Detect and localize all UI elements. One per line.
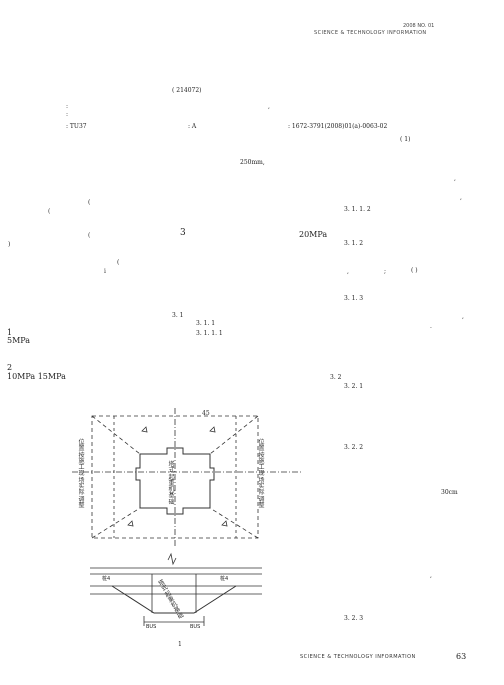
dimension-right: BUS bbox=[190, 624, 201, 630]
label-left-position-note: 位置按施工现场实际调整 bbox=[78, 439, 85, 509]
figure-crane-foundation: 位置按施工现场实际调整 位置按施工现场实际调整 塔式起重机基础 塔式起重机基础 … bbox=[72, 408, 302, 633]
page-number: 63 bbox=[456, 652, 467, 661]
section-3-2: 3. 2 bbox=[330, 374, 342, 381]
label-right-position-note: 位置按施工现场实际调整 bbox=[258, 439, 265, 509]
section-3-2-1: 3. 2. 1 bbox=[344, 383, 364, 390]
text-punct: ( bbox=[88, 232, 91, 239]
figure-caption: 1 bbox=[178, 641, 182, 648]
classification-number: : TU37 bbox=[66, 123, 87, 130]
bracket-note: ( ) bbox=[411, 267, 418, 274]
section-3-2-3: 3. 2. 3 bbox=[344, 615, 364, 622]
section-3-2-2: 3. 2. 2 bbox=[344, 444, 364, 451]
footer-journal: SCIENCE & TECHNOLOGY INFORMATION bbox=[300, 654, 416, 660]
text-punct: ( bbox=[48, 208, 51, 215]
body-thickness: 250mm, bbox=[240, 159, 265, 166]
body-paren-close: ) bbox=[8, 241, 11, 248]
break-symbol bbox=[167, 552, 177, 566]
header-journal: SCIENCE & TECHNOLOGY INFORMATION bbox=[314, 30, 427, 36]
body-paren-open: ( bbox=[88, 199, 91, 206]
body-paren-open-2: ( bbox=[117, 259, 120, 266]
header-issue: 2008 NO. 01 bbox=[403, 23, 435, 29]
text-punct: , bbox=[462, 313, 464, 320]
section-3-1-2: 3. 1. 2 bbox=[344, 240, 364, 247]
figure-drawing bbox=[72, 408, 302, 626]
marker-triangle bbox=[209, 426, 216, 433]
text-punct: . bbox=[430, 323, 432, 330]
marker-triangle bbox=[127, 520, 134, 527]
item-1-number: 1 bbox=[7, 328, 13, 337]
dimension-left: BUS bbox=[146, 624, 157, 630]
body-angle-45: 45 bbox=[202, 410, 210, 417]
pile-label-right: 桩4 bbox=[220, 576, 229, 582]
text-punct: , bbox=[430, 572, 432, 579]
marker-triangle bbox=[221, 520, 228, 527]
marker-triangle bbox=[141, 426, 148, 433]
section-3-1-1-2: 3. 1. 1. 2 bbox=[344, 206, 371, 213]
label-foundation-plan: 塔式起重机基础 bbox=[168, 461, 175, 506]
depth-30cm: 30cm bbox=[441, 489, 458, 496]
section-3-1-3: 3. 1. 3 bbox=[344, 295, 364, 302]
item-2-value: 10MPa 15MPa bbox=[7, 372, 66, 381]
slope-line bbox=[209, 507, 259, 539]
text-punct: , bbox=[347, 268, 349, 275]
text-punct: , bbox=[268, 103, 270, 110]
slope-line bbox=[91, 415, 141, 455]
item-2-number: 2 bbox=[7, 363, 13, 372]
text-punct: , bbox=[454, 175, 456, 182]
section-3-1-1-1: 3. 1. 1. 1 bbox=[196, 330, 223, 337]
slope-line bbox=[91, 507, 141, 539]
body-strength-20mpa: 20MPa bbox=[299, 230, 328, 239]
foundation-outline bbox=[135, 447, 215, 515]
text-punct: i bbox=[104, 268, 106, 275]
foundation-section-outline bbox=[111, 585, 237, 614]
item-1-value: 5MPa bbox=[7, 336, 31, 345]
figure-reference: ( 1) bbox=[400, 136, 411, 143]
article-number: : 1672-3791(2008)01(a)-0063-02 bbox=[288, 123, 388, 130]
body-number-3: 3 bbox=[180, 228, 186, 238]
slope-line bbox=[209, 415, 259, 455]
pile-cap-edge bbox=[151, 574, 197, 613]
text-punct: : bbox=[66, 111, 69, 118]
text-punct: , bbox=[460, 194, 462, 201]
author-postal-code: ( 214072) bbox=[172, 87, 202, 94]
section-3-1: 3. 1 bbox=[172, 312, 184, 319]
text-punct: : bbox=[66, 103, 69, 110]
text-punct: ; bbox=[384, 268, 387, 275]
document-code: : A bbox=[188, 123, 197, 130]
section-3-1-1: 3. 1. 1 bbox=[196, 320, 216, 327]
pile-label-left: 桩4 bbox=[102, 576, 111, 582]
